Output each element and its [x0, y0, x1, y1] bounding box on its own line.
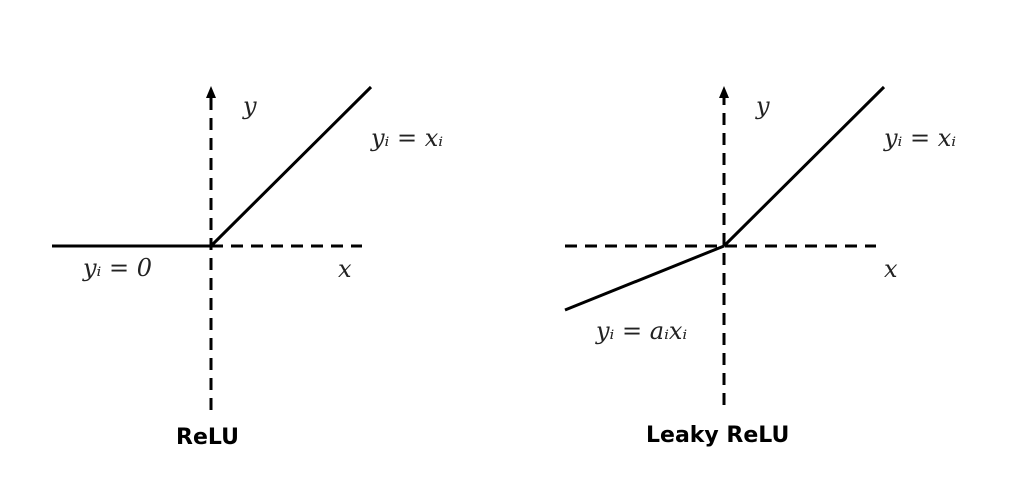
- relu-y-arrow-icon: [206, 86, 216, 98]
- relu-x-axis-label: x: [338, 255, 352, 283]
- leaky-relu-y-axis-label: y: [755, 92, 770, 120]
- relu-caption: ReLU: [176, 425, 239, 450]
- leaky-relu-negative-segment: [564, 244, 725, 312]
- leaky-relu-panel: y x yᵢ = xᵢ yᵢ = aᵢxᵢ Leaky ReLU: [564, 85, 956, 448]
- leaky-relu-x-axis-label: x: [884, 255, 898, 283]
- relu-panel: y x yᵢ = xᵢ yᵢ = 0 ReLU: [52, 85, 443, 450]
- leaky-relu-positive-equation: yᵢ = xᵢ: [883, 124, 956, 152]
- leaky-relu-positive-segment: [722, 85, 886, 248]
- relu-y-axis-label: y: [242, 92, 257, 120]
- leaky-relu-y-arrow-icon: [719, 86, 729, 98]
- relu-negative-equation: yᵢ = 0: [82, 254, 152, 282]
- leaky-relu-caption: Leaky ReLU: [646, 423, 789, 448]
- relu-positive-equation: yᵢ = xᵢ: [370, 124, 443, 152]
- leaky-relu-negative-equation: yᵢ = aᵢxᵢ: [595, 317, 687, 345]
- relu-positive-segment: [209, 85, 373, 248]
